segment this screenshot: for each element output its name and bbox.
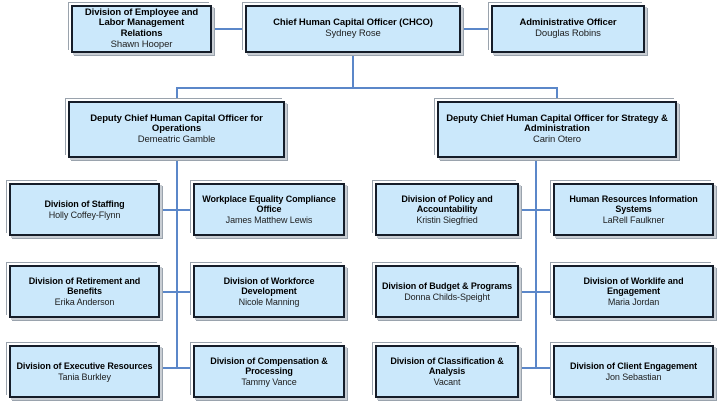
- node-division-workforce-development[interactable]: Division of Workforce Development Nicole…: [193, 265, 345, 318]
- node-person: Erika Anderson: [54, 296, 115, 307]
- node-person: Douglas Robins: [535, 28, 601, 39]
- connector-operations-trunk: [176, 158, 178, 367]
- node-title: Division of Retirement and Benefits: [28, 276, 141, 297]
- node-person: LaRell Faulkner: [602, 214, 665, 225]
- node-title: Workplace Equality Compliance Office: [202, 194, 336, 215]
- connector-spine-to-deputy-strategy: [556, 87, 558, 101]
- connector-strategy-trunk: [535, 158, 537, 367]
- connector-strategy-branch-row2: [519, 291, 553, 293]
- connector-chco-to-administrative-officer: [460, 28, 491, 30]
- node-title: Division of Workforce Development: [223, 276, 315, 297]
- node-division-staffing[interactable]: Division of Staffing Holly Coffey-Flynn: [9, 183, 160, 236]
- node-person: Shawn Hooper: [110, 38, 173, 50]
- node-person: Carin Otero: [532, 133, 581, 145]
- node-title: Division of Worklife and Engagement: [583, 276, 684, 297]
- node-person: Tania Burkley: [58, 371, 111, 382]
- connector-operations-branch-row2: [160, 291, 194, 293]
- node-person: Nicole Manning: [238, 296, 300, 307]
- node-division-worklife-engagement[interactable]: Division of Worklife and Engagement Mari…: [553, 265, 714, 318]
- connector-chco-to-employee-relations: [212, 28, 246, 30]
- connector-deputy-spine: [176, 87, 558, 89]
- node-person: Demeatric Gamble: [137, 133, 216, 145]
- node-human-resources-information-systems[interactable]: Human Resources Information Systems LaRe…: [553, 183, 714, 236]
- connector-spine-to-deputy-operations: [176, 87, 178, 101]
- node-title: Division of Compensation & Processing: [210, 356, 328, 377]
- node-person: Maria Jordan: [607, 296, 660, 307]
- node-person: Sydney Rose: [325, 28, 381, 39]
- node-title: Division of Executive Resources: [16, 361, 153, 372]
- node-division-retirement-benefits[interactable]: Division of Retirement and Benefits Erik…: [9, 265, 160, 318]
- node-chco[interactable]: Chief Human Capital Officer (CHCO) Sydne…: [245, 5, 461, 53]
- node-deputy-chco-strategy[interactable]: Deputy Chief Human Capital Officer for S…: [437, 101, 677, 158]
- node-person: James Matthew Lewis: [225, 214, 313, 225]
- node-title: Division of Budget & Programs: [381, 281, 513, 292]
- node-title: Deputy Chief Human Capital Officer for O…: [90, 112, 263, 135]
- node-title: Division of Employee and Labor Managemen…: [84, 6, 199, 39]
- node-person: Vacant: [433, 376, 461, 387]
- node-title: Division of Classification & Analysis: [390, 356, 504, 377]
- node-title: Division of Policy and Accountability: [401, 194, 493, 215]
- node-title: Deputy Chief Human Capital Officer for S…: [446, 112, 668, 135]
- node-deputy-chco-operations[interactable]: Deputy Chief Human Capital Officer for O…: [68, 101, 285, 158]
- node-title: Division of Staffing: [44, 199, 125, 210]
- node-division-compensation-processing[interactable]: Division of Compensation & Processing Ta…: [193, 345, 345, 398]
- node-employee-labor-relations[interactable]: Division of Employee and Labor Managemen…: [71, 5, 212, 53]
- node-administrative-officer[interactable]: Administrative Officer Douglas Robins: [491, 5, 645, 53]
- node-person: Kristin Siegfried: [416, 214, 478, 225]
- connector-operations-branch-row3: [160, 367, 194, 369]
- node-person: Tammy Vance: [241, 376, 297, 387]
- node-title: Division of Client Engagement: [569, 361, 698, 372]
- node-division-policy-accountability[interactable]: Division of Policy and Accountability Kr…: [375, 183, 519, 236]
- node-division-budget-programs[interactable]: Division of Budget & Programs Donna Chil…: [375, 265, 519, 318]
- node-title: Human Resources Information Systems: [569, 194, 698, 215]
- connector-strategy-branch-row1: [519, 209, 553, 211]
- node-title: Chief Human Capital Officer (CHCO): [273, 17, 433, 29]
- connector-operations-branch-row1: [160, 209, 194, 211]
- node-title: Administrative Officer: [519, 17, 617, 29]
- node-person: Jon Sebastian: [605, 371, 662, 382]
- node-person: Holly Coffey-Flynn: [48, 209, 121, 220]
- node-person: Donna Childs-Speight: [404, 291, 490, 302]
- node-workplace-equality-compliance-office[interactable]: Workplace Equality Compliance Office Jam…: [193, 183, 345, 236]
- connector-chco-drop: [352, 53, 354, 88]
- node-division-client-engagement[interactable]: Division of Client Engagement Jon Sebast…: [553, 345, 714, 398]
- node-division-classification-analysis[interactable]: Division of Classification & Analysis Va…: [375, 345, 519, 398]
- node-division-executive-resources[interactable]: Division of Executive Resources Tania Bu…: [9, 345, 160, 398]
- connector-strategy-branch-row3: [519, 367, 553, 369]
